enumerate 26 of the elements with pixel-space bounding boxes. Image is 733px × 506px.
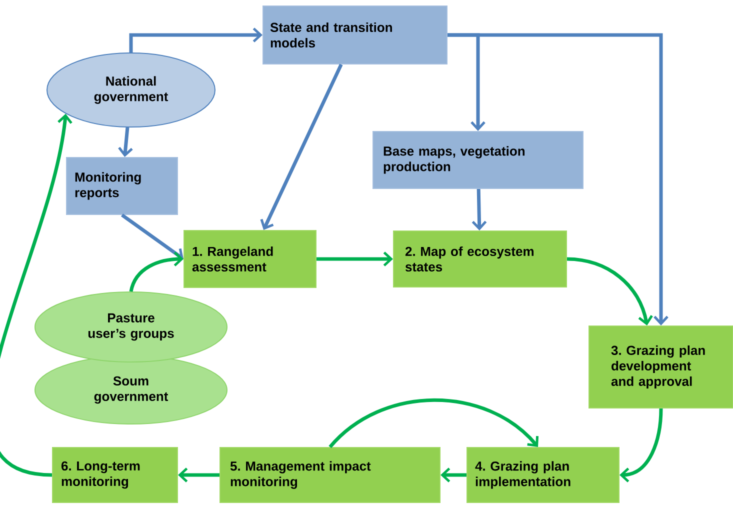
ellipse-node: Pasture user’s groups — [34, 292, 228, 362]
arrow — [440, 468, 466, 482]
arrow — [316, 252, 393, 266]
ellipse-node: National government — [46, 52, 216, 128]
arrow — [328, 398, 539, 448]
arrow — [620, 408, 663, 482]
process-box: 4. Grazing plan implementation — [466, 447, 620, 503]
arrow — [118, 127, 133, 157]
arrow — [260, 64, 343, 230]
arrow — [566, 257, 653, 326]
process-box: 1. Rangeland assessment — [184, 230, 316, 288]
arrow — [120, 214, 184, 260]
arrow — [472, 188, 487, 230]
process-box: Base maps, vegetation production — [372, 131, 584, 189]
process-box: Monitoring reports — [66, 157, 178, 215]
arrow — [448, 33, 668, 326]
process-box: State and transition models — [262, 6, 448, 64]
process-box: 2. Map of ecosystem states — [393, 230, 567, 288]
arrow — [129, 252, 184, 292]
arrow — [129, 28, 262, 52]
process-box: 6. Long-term monitoring — [52, 447, 178, 503]
process-box: 5. Management impact monitoring — [220, 447, 440, 503]
arrow — [178, 468, 220, 482]
arrow — [0, 114, 72, 477]
process-box: 3. Grazing plan development and approval — [588, 326, 733, 408]
ellipse-node: Soum government — [34, 356, 228, 424]
